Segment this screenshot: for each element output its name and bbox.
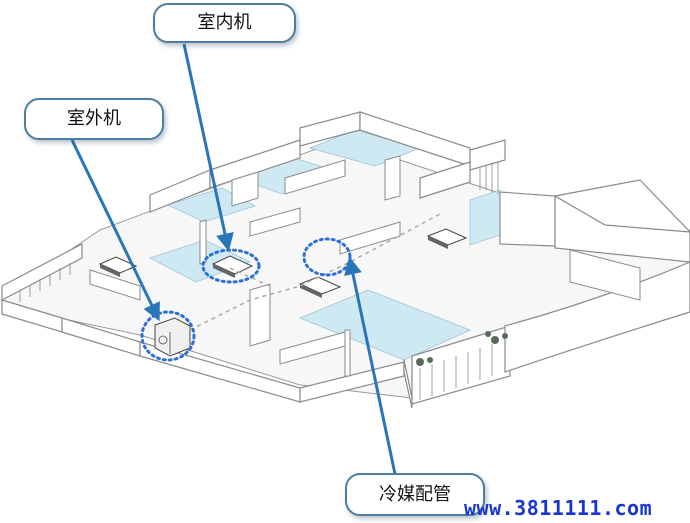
outdoor-unit-label: 室外机 <box>67 108 121 129</box>
interior-walls <box>89 155 641 377</box>
watermark-url: www.3811111.com <box>464 496 653 520</box>
indoor-unit-4 <box>98 256 138 277</box>
window-hatching <box>19 162 499 400</box>
callout-pointers <box>70 43 397 475</box>
balcony-plants <box>416 331 508 366</box>
refrigerant-piping-callout: 冷媒配管 <box>345 473 485 516</box>
indoor-unit-3 <box>426 228 468 249</box>
outdoor-unit-callout: 室外机 <box>24 98 164 140</box>
outdoor-unit <box>154 317 191 357</box>
indoor-unit-1 <box>211 255 254 278</box>
refrigerant-piping-label: 冷媒配管 <box>379 484 451 505</box>
indoor-unit-label: 室内机 <box>197 12 252 33</box>
indoor-unit-callout: 室内机 <box>153 3 296 43</box>
refrigerant-pipe-route <box>189 213 441 331</box>
